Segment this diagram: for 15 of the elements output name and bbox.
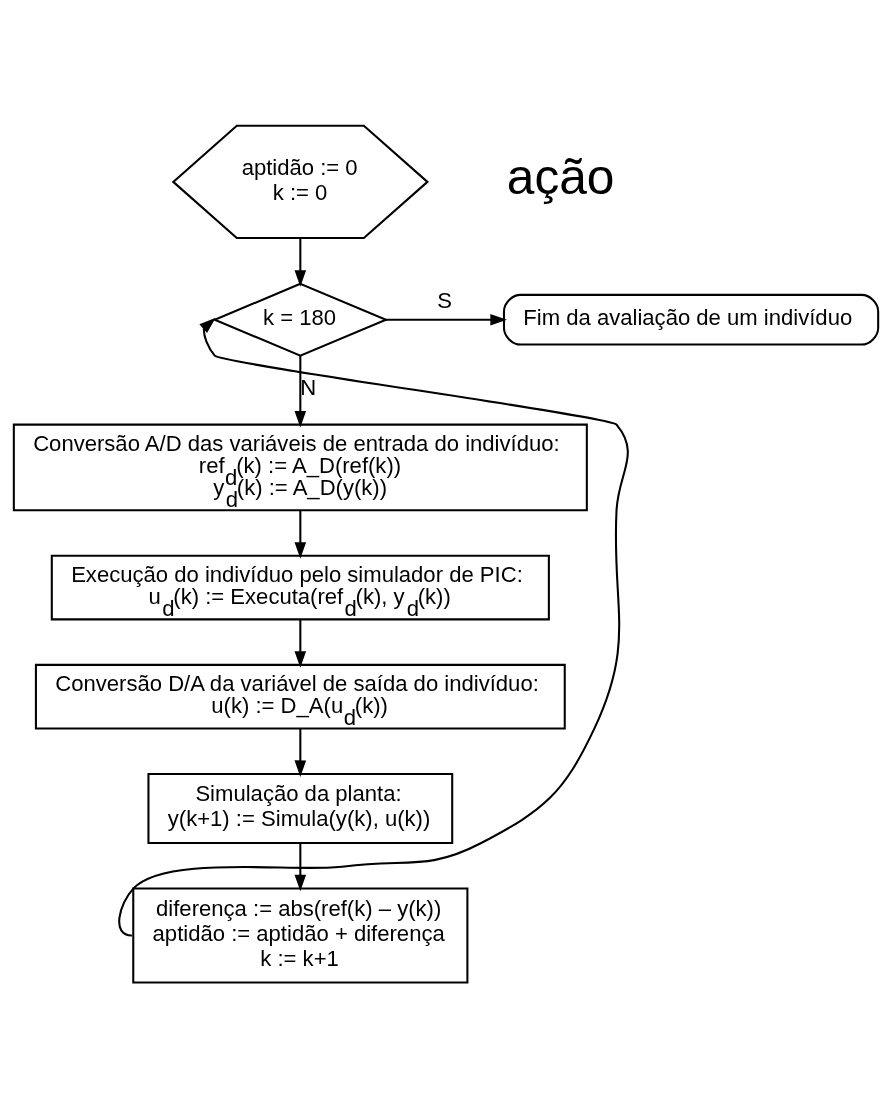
- node-diamond: k = 180: [212, 282, 389, 357]
- arrow: [294, 619, 307, 668]
- arrow: [294, 728, 307, 777]
- arrow: [294, 238, 307, 287]
- node-box: diferença := abs(ref(k) – y(k)) aptidão := aptidão + diferença k := k+1: [132, 887, 469, 984]
- edge-label: N: [300, 375, 317, 401]
- arrow: [294, 355, 307, 428]
- arrow: [118, 317, 629, 937]
- arrow: [386, 313, 507, 326]
- node-box: Simulação da planta: y(k+1) := Simula(y(k), u(k)): [147, 772, 454, 845]
- edge-label: S: [437, 288, 453, 314]
- label: ação: [506, 149, 615, 206]
- arrow: [294, 510, 307, 559]
- arrow: [294, 843, 307, 892]
- node-box: Fim da avaliação de um indivíduo: [502, 293, 880, 346]
